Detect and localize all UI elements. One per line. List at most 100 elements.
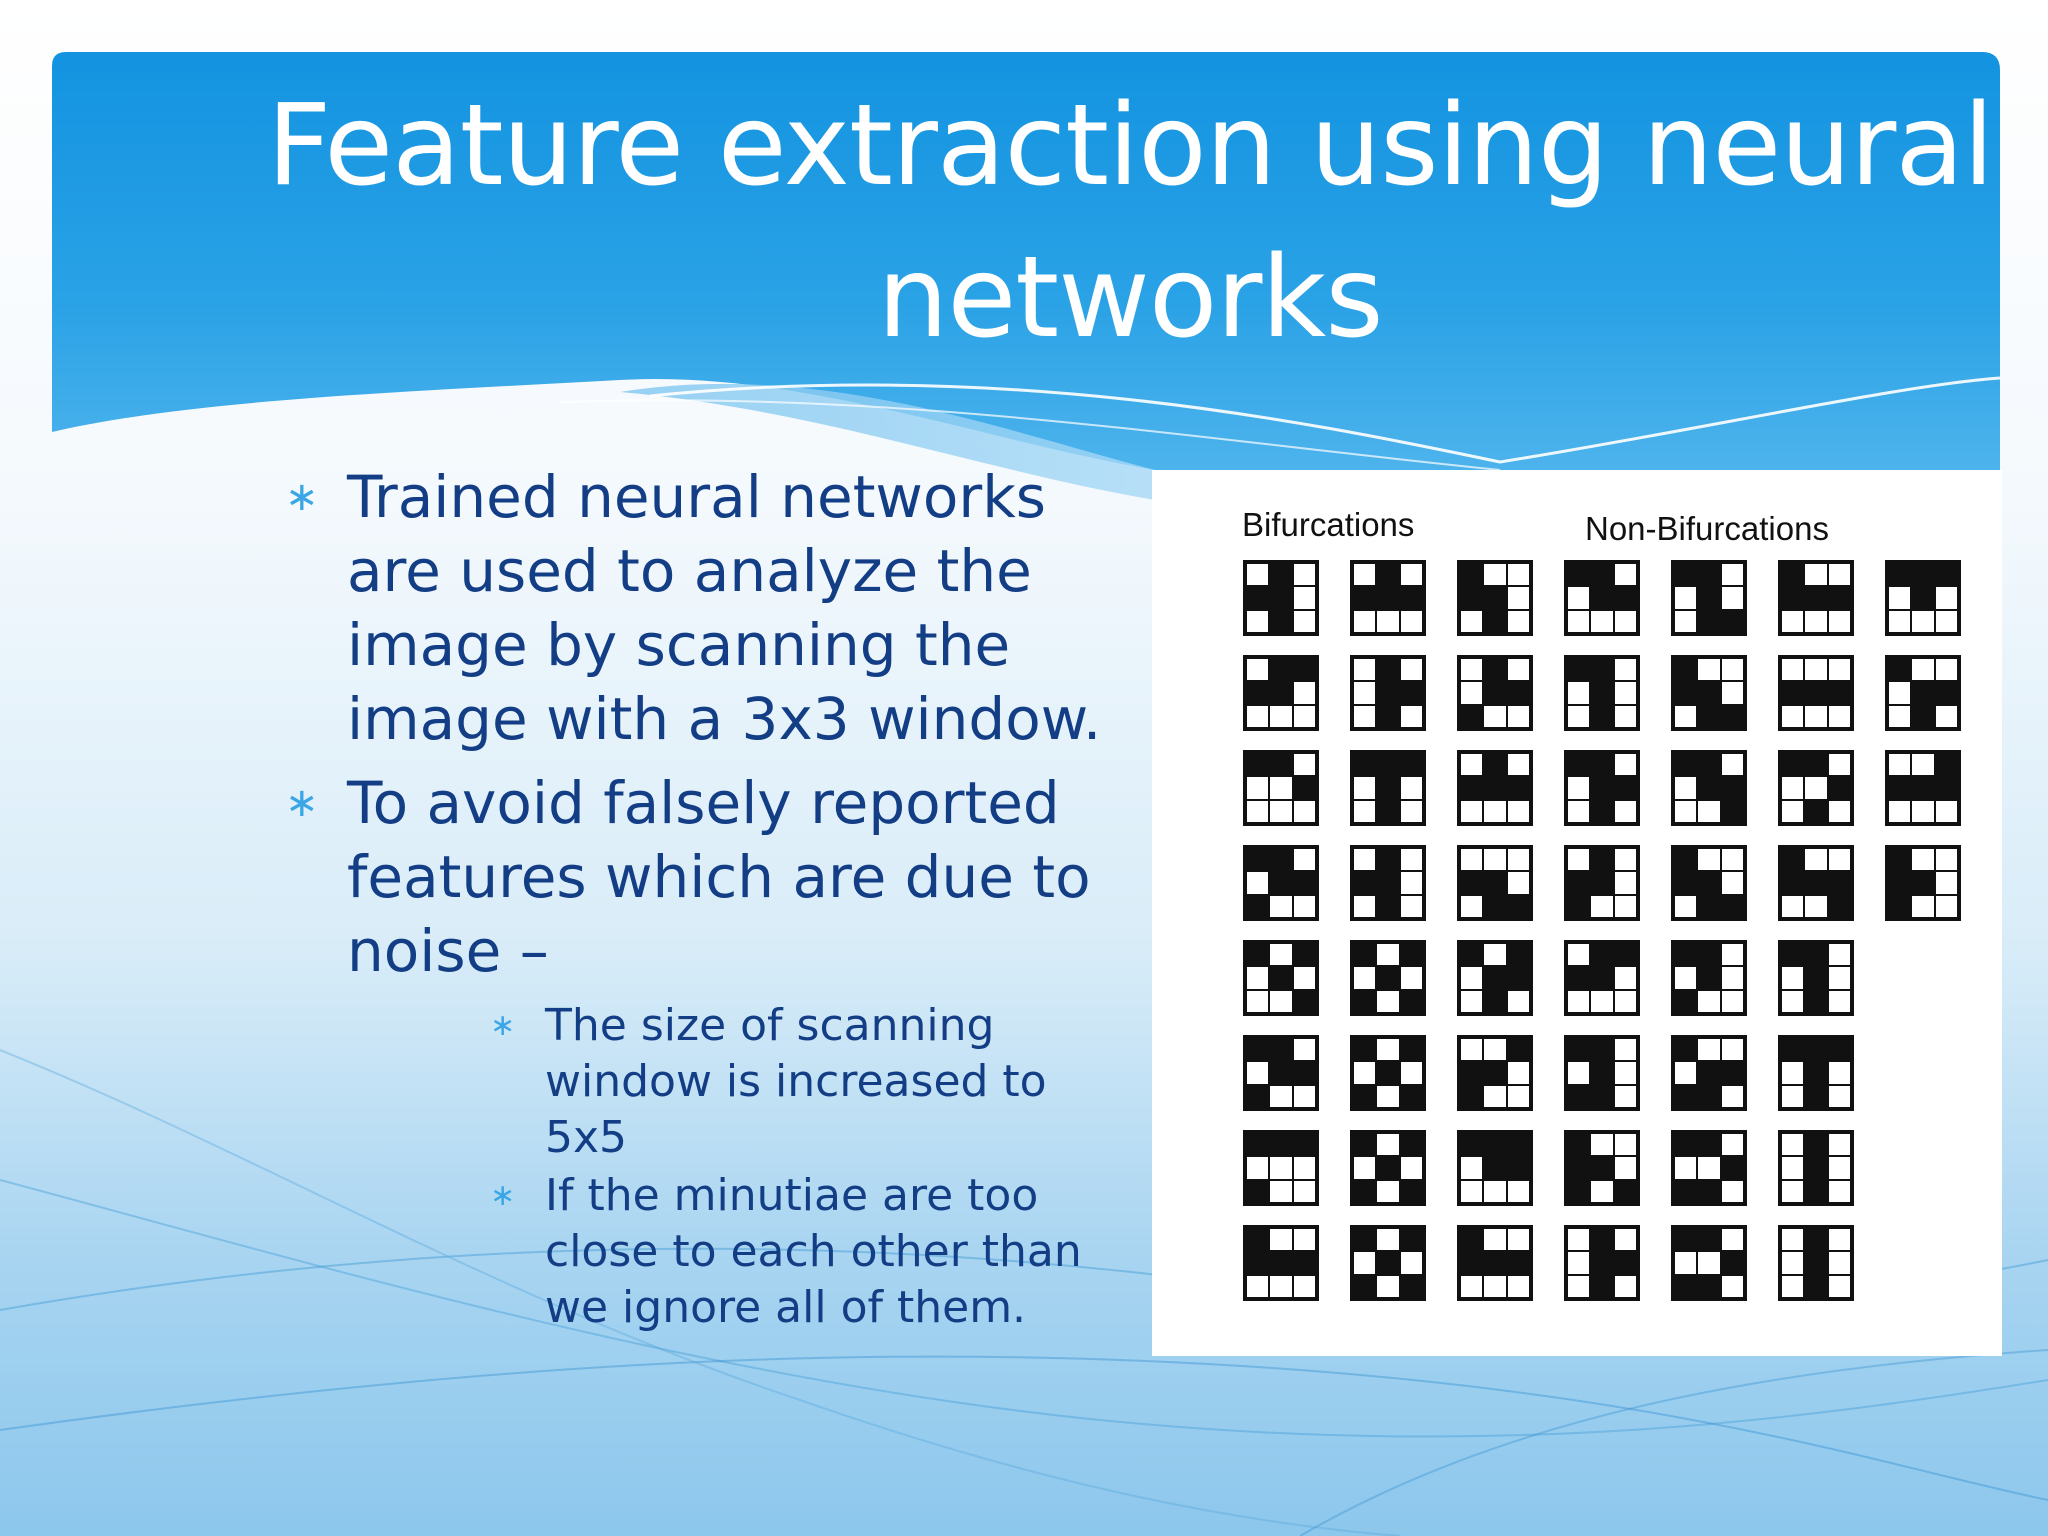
pattern-cell-empty xyxy=(1399,870,1425,896)
pattern-tile-border xyxy=(1457,940,1533,1016)
pattern-cell-empty xyxy=(1506,1179,1532,1205)
pattern-cell-empty xyxy=(1565,799,1591,825)
pattern-tile-border xyxy=(1778,940,1854,1016)
pattern-cell-empty xyxy=(1827,941,1853,967)
pattern-cell-filled xyxy=(1482,894,1508,920)
pattern-cell-filled xyxy=(1375,965,1401,991)
pattern-cell-filled xyxy=(1589,870,1615,896)
pattern-cell-empty xyxy=(1589,1179,1615,1205)
pattern-cell-filled xyxy=(1886,775,1912,801)
pattern-tile-border xyxy=(1457,560,1533,636)
pattern-tile-border xyxy=(1457,1225,1533,1301)
pattern-cell-empty xyxy=(1482,1084,1508,1110)
pattern-cell-filled xyxy=(1351,989,1377,1015)
pattern-cell-filled xyxy=(1458,1084,1484,1110)
pattern-cell-empty xyxy=(1779,1131,1805,1157)
pattern-cell-filled xyxy=(1399,1179,1425,1205)
pattern-cell-empty xyxy=(1613,894,1639,920)
pattern-cell-filled xyxy=(1672,751,1698,777)
pattern-cell-filled xyxy=(1696,1060,1722,1086)
pattern-tile-border xyxy=(1778,655,1854,731)
pattern-cell-filled xyxy=(1458,1226,1484,1252)
pattern-cell-filled xyxy=(1375,775,1401,801)
pattern-cell-empty xyxy=(1351,609,1377,635)
pattern-tile-border xyxy=(1243,655,1319,731)
pattern-cell-filled xyxy=(1589,561,1615,587)
pattern-cell-empty xyxy=(1720,1084,1746,1110)
pattern-cell-empty xyxy=(1720,989,1746,1015)
pattern-cell-empty xyxy=(1458,1179,1484,1205)
pattern-cell-empty xyxy=(1910,799,1936,825)
pattern-cell-empty xyxy=(1827,799,1853,825)
pattern-cell-filled xyxy=(1482,585,1508,611)
pattern-cell-filled xyxy=(1696,870,1722,896)
bullet-line: features which are due to xyxy=(347,843,1091,911)
pattern-cell-empty xyxy=(1827,1060,1853,1086)
wave-line-2 xyxy=(0,1179,2048,1438)
pattern-tile-border xyxy=(1671,940,1747,1016)
pattern-cell-filled xyxy=(1910,704,1936,730)
pattern-cell-empty xyxy=(1720,1179,1746,1205)
pattern-tile xyxy=(1350,655,1426,731)
pattern-tile xyxy=(1778,750,1854,826)
pattern-cell-empty xyxy=(1506,846,1532,872)
pattern-cell-empty xyxy=(1244,989,1270,1015)
pattern-cell-filled xyxy=(1672,1226,1698,1252)
pattern-cell-empty xyxy=(1506,585,1532,611)
pattern-cell-filled xyxy=(1351,1036,1377,1062)
pattern-tile xyxy=(1457,750,1533,826)
pattern-cell-empty xyxy=(1720,1036,1746,1062)
pattern-tile-border xyxy=(1243,560,1319,636)
pattern-cell-filled xyxy=(1589,1226,1615,1252)
pattern-cell-filled xyxy=(1244,1131,1270,1157)
pattern-tile xyxy=(1778,940,1854,1016)
pattern-cell-empty xyxy=(1613,656,1639,682)
pattern-cell-filled xyxy=(1910,585,1936,611)
pattern-cell-empty xyxy=(1720,680,1746,706)
pattern-cell-filled xyxy=(1589,965,1615,991)
pattern-cell-filled xyxy=(1351,870,1377,896)
pattern-cell-filled xyxy=(1803,1155,1829,1181)
pattern-tile-border xyxy=(1885,845,1961,921)
pattern-cell-filled xyxy=(1268,751,1294,777)
pattern-tile-border xyxy=(1671,560,1747,636)
pattern-cell-empty xyxy=(1613,1084,1639,1110)
pattern-cell-filled xyxy=(1910,775,1936,801)
pattern-cell-empty xyxy=(1458,656,1484,682)
pattern-cell-empty xyxy=(1672,1155,1698,1181)
pattern-tile-border xyxy=(1671,1130,1747,1206)
pattern-cell-empty xyxy=(1886,704,1912,730)
pattern-cell-empty xyxy=(1565,585,1591,611)
pattern-cell-filled xyxy=(1506,965,1532,991)
pattern-cell-empty xyxy=(1375,941,1401,967)
pattern-tile xyxy=(1457,1130,1533,1206)
pattern-cell-filled xyxy=(1482,680,1508,706)
pattern-tile xyxy=(1671,845,1747,921)
pattern-cell-filled xyxy=(1565,1179,1591,1205)
pattern-cell-empty xyxy=(1934,704,1960,730)
pattern-cell-empty xyxy=(1720,1226,1746,1252)
pattern-cell-empty xyxy=(1292,561,1318,587)
pattern-cell-filled xyxy=(1589,799,1615,825)
pattern-cell-empty xyxy=(1506,609,1532,635)
pattern-cell-filled xyxy=(1375,561,1401,587)
pattern-cell-filled xyxy=(1244,585,1270,611)
label-non-bifurcations: Non-Bifurcations xyxy=(1585,510,1829,547)
pattern-cell-empty xyxy=(1292,680,1318,706)
pattern-tile-border xyxy=(1457,655,1533,731)
pattern-cell-empty xyxy=(1910,609,1936,635)
pattern-tile xyxy=(1564,845,1640,921)
pattern-cell-empty xyxy=(1613,1274,1639,1300)
pattern-tile xyxy=(1671,940,1747,1016)
pattern-cell-empty xyxy=(1482,846,1508,872)
pattern-cell-empty xyxy=(1672,775,1698,801)
pattern-tile xyxy=(1350,845,1426,921)
pattern-cell-filled xyxy=(1292,1060,1318,1086)
bullet-line: To avoid falsely reported xyxy=(347,769,1060,837)
pattern-tile-border xyxy=(1778,1225,1854,1301)
pattern-cell-empty xyxy=(1779,1179,1805,1205)
bullet-marker-icon: ∗ xyxy=(285,474,319,520)
pattern-cell-filled xyxy=(1589,704,1615,730)
pattern-tile-border xyxy=(1350,1035,1426,1111)
